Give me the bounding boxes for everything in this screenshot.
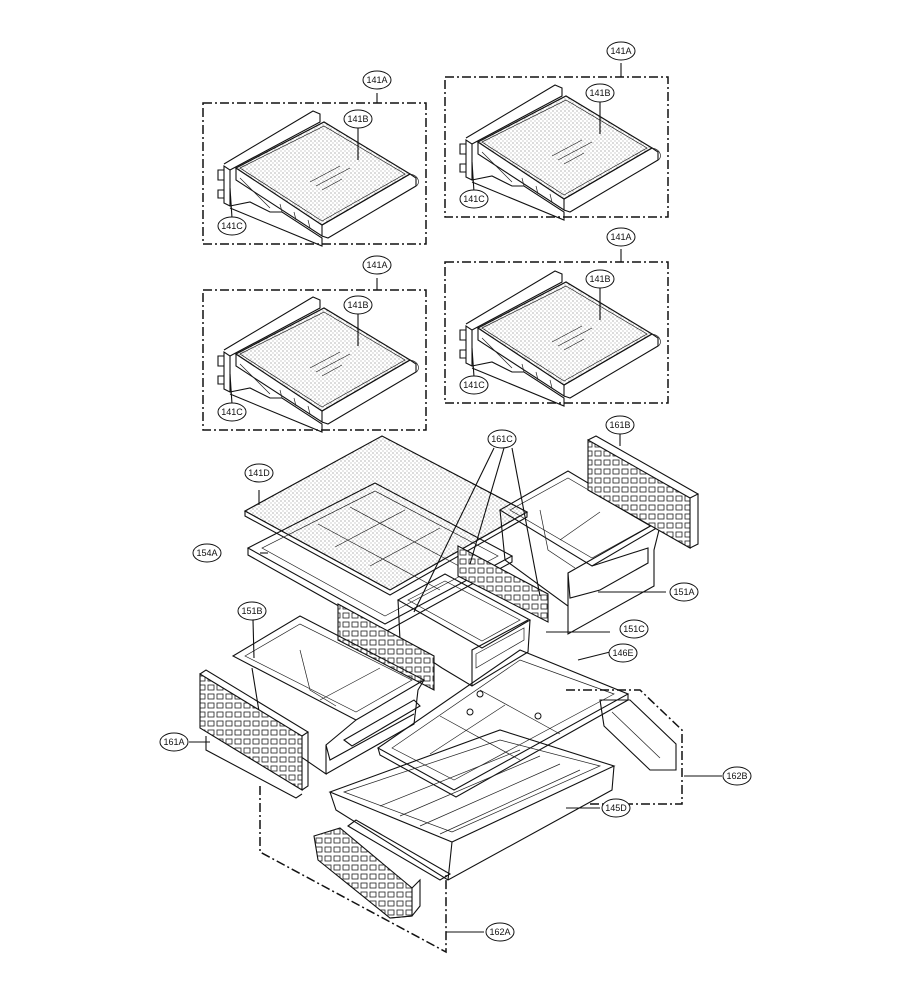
svg-text:141C: 141C bbox=[463, 194, 485, 204]
drawer-rail-assembly-right bbox=[566, 689, 683, 805]
svg-text:141B: 141B bbox=[589, 274, 610, 284]
callout-141B-2: 141B bbox=[585, 83, 615, 103]
svg-text:145D: 145D bbox=[605, 803, 627, 813]
svg-text:146E: 146E bbox=[612, 648, 633, 658]
callout-141B-1: 141B bbox=[343, 109, 373, 129]
divider-grille-left bbox=[199, 669, 310, 799]
svg-text:141D: 141D bbox=[248, 468, 270, 478]
callout-161B: 161B bbox=[605, 415, 635, 435]
svg-text:141B: 141B bbox=[347, 114, 368, 124]
svg-text:151C: 151C bbox=[623, 624, 645, 634]
callout-151A: 151A bbox=[669, 582, 699, 602]
crisper-cover-glass bbox=[243, 435, 529, 596]
shelf-group-top-right bbox=[444, 63, 669, 221]
leader-lines bbox=[189, 432, 722, 933]
divider-grille-right bbox=[587, 435, 700, 549]
callout-141A-4: 141A bbox=[606, 227, 636, 247]
callout-161C: 161C bbox=[487, 429, 517, 449]
callout-141C-3: 141C bbox=[217, 402, 247, 422]
callout-145D: 145D bbox=[601, 798, 631, 818]
svg-text:162A: 162A bbox=[489, 927, 510, 937]
callout-141B-3: 141B bbox=[343, 295, 373, 315]
svg-text:141A: 141A bbox=[610, 232, 631, 242]
callout-151C: 151C bbox=[619, 619, 649, 639]
callout-151B: 151B bbox=[237, 601, 267, 621]
svg-text:141C: 141C bbox=[463, 380, 485, 390]
callout-146E: 146E bbox=[608, 643, 638, 663]
bottom-drawer-pan bbox=[328, 729, 616, 881]
svg-text:162B: 162B bbox=[726, 771, 747, 781]
drawer-rail-assembly-left bbox=[259, 786, 447, 954]
callout-154A: 154A bbox=[192, 543, 222, 563]
callout-162A: 162A bbox=[485, 922, 515, 942]
svg-text:141C: 141C bbox=[221, 407, 243, 417]
callout-141A-3: 141A bbox=[362, 255, 392, 275]
svg-text:151B: 151B bbox=[241, 606, 262, 616]
callout-141A-2: 141A bbox=[606, 41, 636, 61]
svg-text:154A: 154A bbox=[196, 548, 217, 558]
svg-text:141B: 141B bbox=[347, 300, 368, 310]
divider-grille-center-right bbox=[457, 545, 549, 623]
svg-text:141A: 141A bbox=[610, 46, 631, 56]
callout-141C-1: 141C bbox=[217, 216, 247, 236]
callout-141D: 141D bbox=[244, 463, 274, 483]
svg-text:141B: 141B bbox=[589, 88, 610, 98]
shelf-group-middle-right bbox=[444, 249, 669, 407]
divider-grille-center-left bbox=[337, 603, 435, 691]
callout-161A: 161A bbox=[159, 732, 189, 752]
svg-text:151A: 151A bbox=[673, 587, 694, 597]
callout-162B: 162B bbox=[722, 766, 752, 786]
shelf-group-middle-left bbox=[202, 278, 427, 433]
svg-text:141C: 141C bbox=[221, 221, 243, 231]
crisper-drawer-center bbox=[396, 573, 532, 687]
svg-text:141A: 141A bbox=[366, 260, 387, 270]
callout-141C-2: 141C bbox=[459, 189, 489, 209]
svg-text:161B: 161B bbox=[609, 420, 630, 430]
svg-text:161C: 161C bbox=[491, 434, 513, 444]
shelf-group-top-left bbox=[202, 93, 427, 247]
svg-text:161A: 161A bbox=[163, 737, 184, 747]
callout-141B-4: 141B bbox=[585, 269, 615, 289]
svg-text:141A: 141A bbox=[366, 75, 387, 85]
callout-141A-1: 141A bbox=[362, 70, 392, 90]
crisper-base-tray bbox=[376, 649, 630, 798]
callout-141C-4: 141C bbox=[459, 375, 489, 395]
